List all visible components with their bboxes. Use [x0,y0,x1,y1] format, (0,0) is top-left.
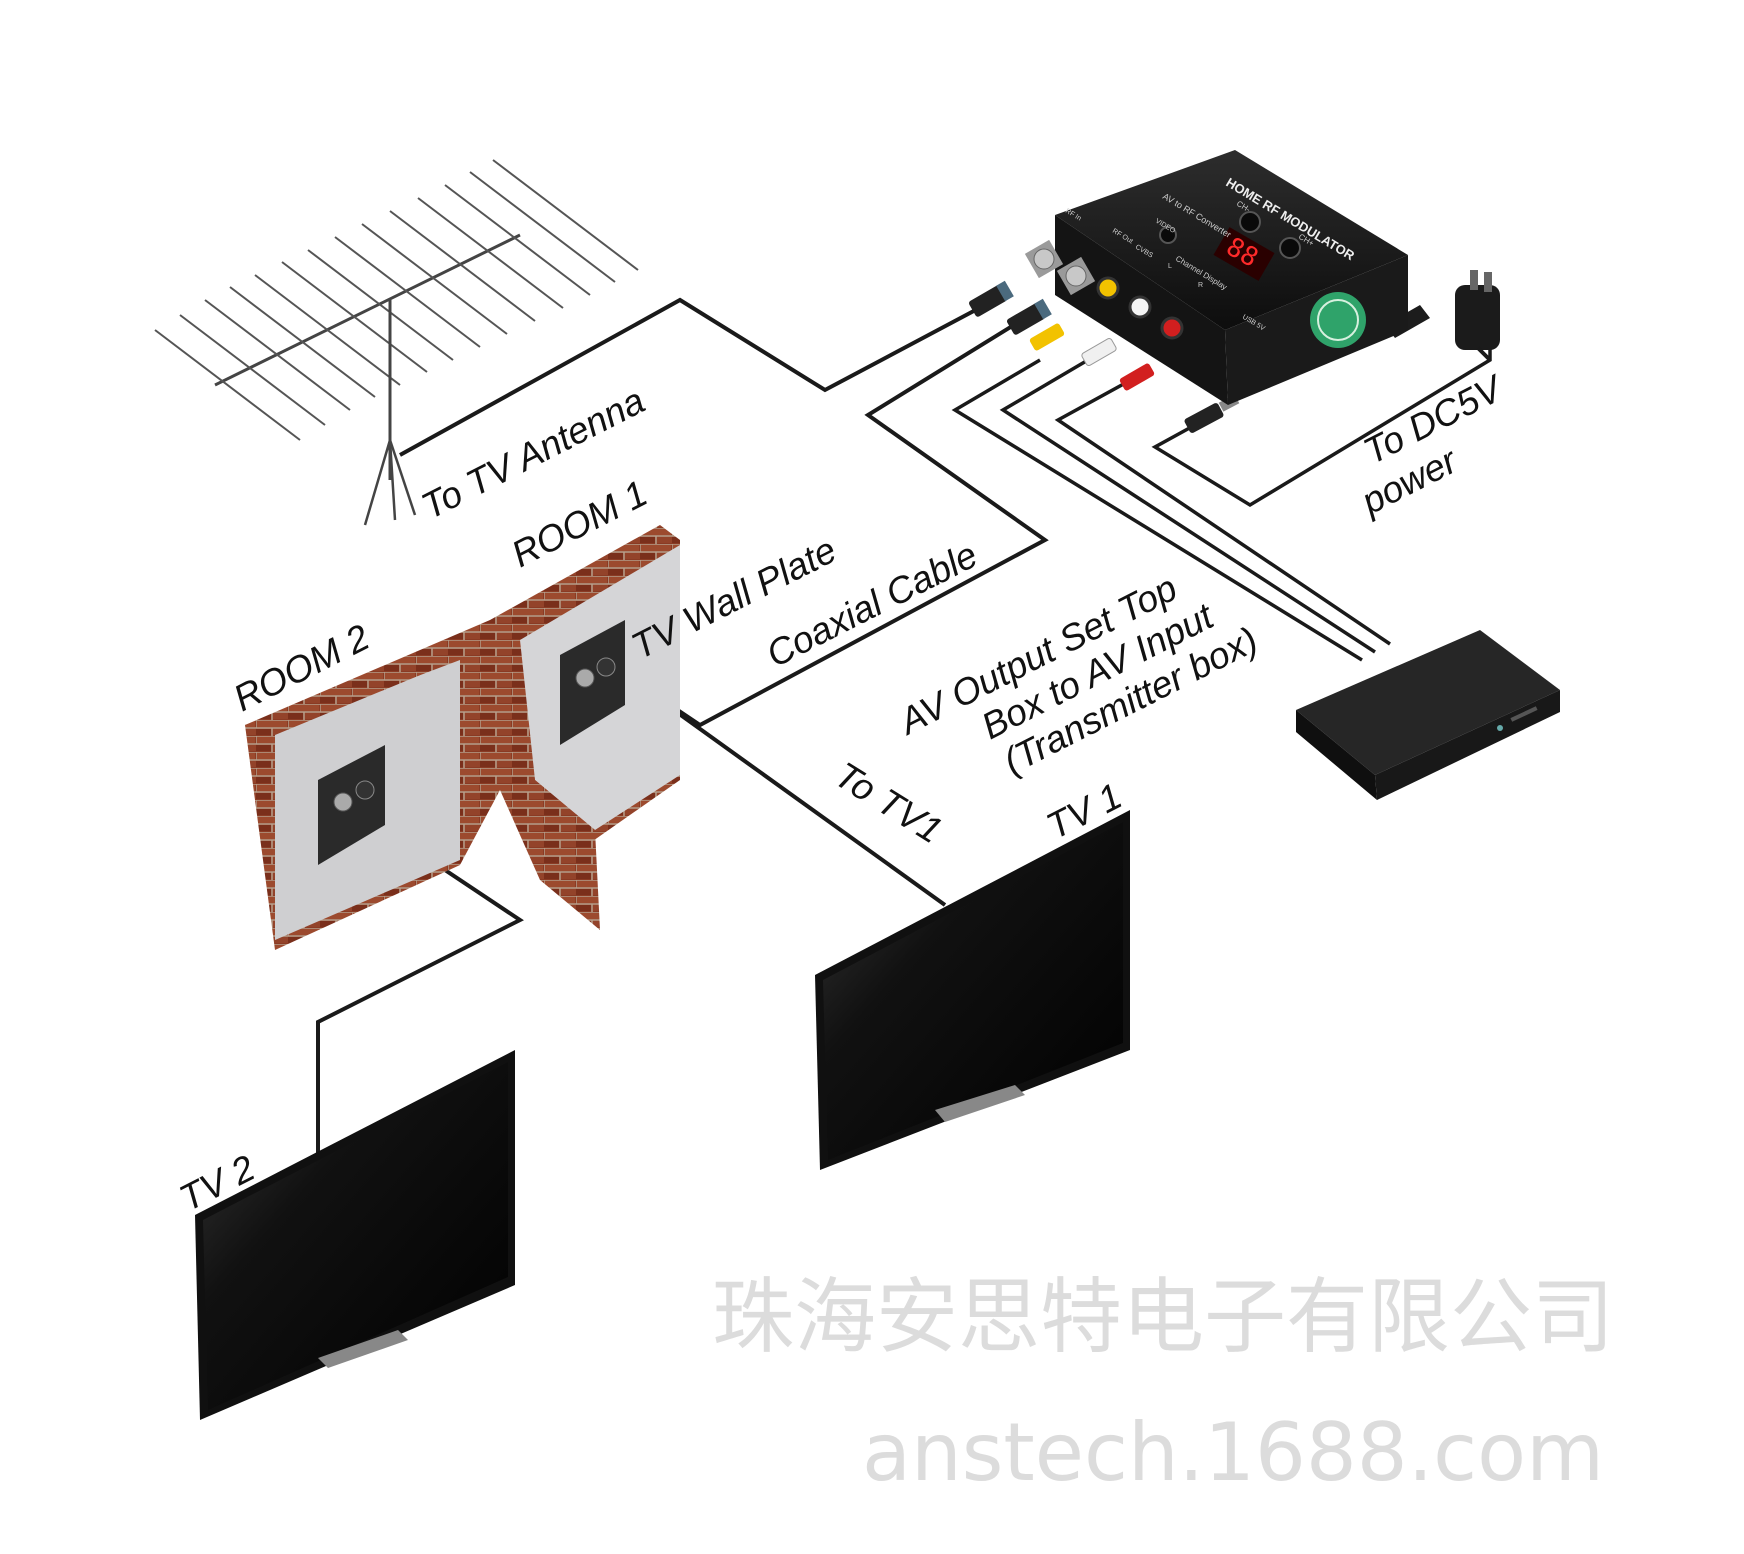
f-plug-icons [969,280,1052,335]
room-wall [245,525,680,950]
rca-yellow-jack [1096,276,1120,300]
rca-white-jack [1128,295,1152,319]
set-top-box [1296,630,1560,800]
rf-out-connector [1056,256,1096,296]
tv2-icon [195,1050,515,1420]
r-label: R [1198,282,1203,289]
rca-red-jack [1160,316,1184,340]
rca-plug-icons [1029,323,1155,391]
to-tv1-label: To TV1 [828,754,950,851]
l-label: L [1168,263,1172,270]
rf-modulator-device: 88 HOME RF MODULATOR AV to RF Converter … [1024,150,1430,405]
tv-antenna-icon [154,159,639,526]
wall-plate-room1 [560,620,625,745]
ch-minus-button [1239,211,1261,233]
watermark-company: 珠海安思特电子有限公司 [712,1270,1614,1365]
tv1-icon [815,810,1130,1170]
rf-in-connector [1024,239,1064,279]
power-adapter-icon [1455,270,1500,362]
watermark-url: anstech.1688.com [862,1406,1604,1499]
wall-plate-room2 [318,745,385,865]
ch-plus-button [1279,237,1301,259]
video-jack [1159,226,1177,244]
